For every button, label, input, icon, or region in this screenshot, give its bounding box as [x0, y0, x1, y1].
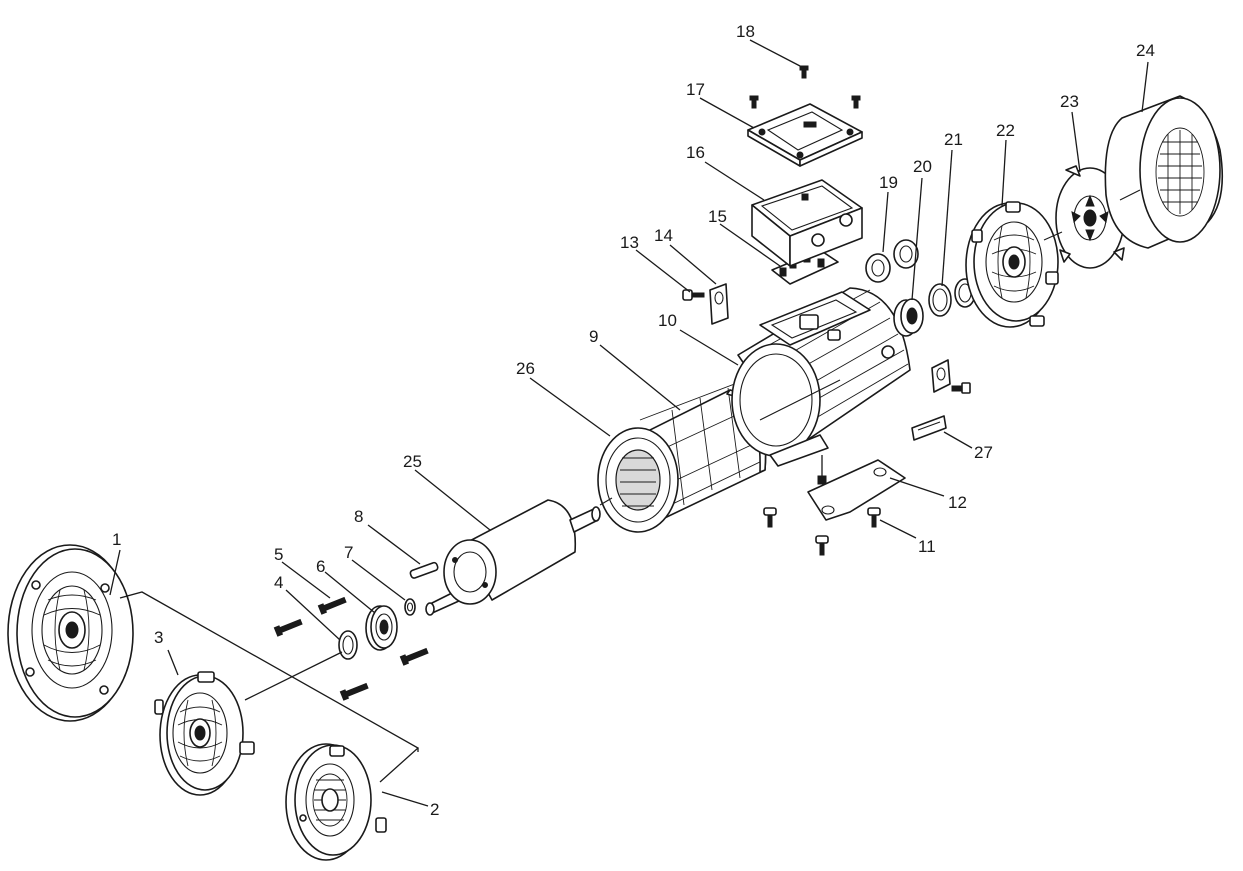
callout-17: 17	[686, 80, 705, 99]
circlip	[404, 598, 416, 616]
callout-labels: 1 2 3 4 5 6 7 8 9 10 11 12 13 14 15 16 1…	[112, 22, 1155, 819]
flange-end-shield	[7, 544, 134, 722]
callout-27: 27	[974, 443, 993, 462]
foot-plate	[807, 455, 906, 521]
b14-end-shield	[285, 743, 387, 861]
callout-2: 2	[430, 800, 439, 819]
callout-26: 26	[516, 359, 535, 378]
callout-19: 19	[879, 173, 898, 192]
callout-11: 11	[918, 537, 936, 556]
callout-10: 10	[658, 311, 677, 330]
callout-5: 5	[274, 545, 283, 564]
callout-4: 4	[274, 573, 283, 592]
callout-13: 13	[620, 233, 639, 252]
callout-8: 8	[354, 507, 363, 526]
lifting-bracket	[709, 283, 729, 325]
leader-lines	[109, 39, 1149, 807]
callout-1: 1	[112, 530, 121, 549]
callout-22: 22	[996, 121, 1015, 140]
bracket-screw	[682, 289, 705, 301]
shaft-key	[409, 561, 439, 579]
callout-21: 21	[944, 130, 963, 149]
callout-20: 20	[913, 157, 932, 176]
rear-end-shield	[965, 201, 1059, 328]
end-shield-bolts	[273, 596, 429, 701]
callout-3: 3	[154, 628, 163, 647]
callout-9: 9	[589, 327, 598, 346]
terminal-box	[751, 179, 863, 267]
front-bearing	[365, 605, 398, 651]
wave-washer	[928, 278, 976, 317]
cable-glands	[865, 239, 919, 283]
callout-12: 12	[948, 493, 967, 512]
fan-cover	[1104, 95, 1224, 249]
nameplate	[911, 415, 947, 441]
callout-23: 23	[1060, 92, 1079, 111]
callout-15: 15	[708, 207, 727, 226]
callout-18: 18	[736, 22, 755, 41]
terminal-box-cover	[747, 103, 863, 167]
callout-25: 25	[403, 452, 422, 471]
callout-16: 16	[686, 143, 705, 162]
callout-6: 6	[316, 557, 325, 576]
rear-bearing	[893, 298, 924, 337]
foot-bolts	[763, 507, 881, 556]
lifting-bracket-right	[931, 359, 971, 394]
motor-housing	[731, 287, 911, 467]
stator	[597, 379, 767, 533]
cover-screws	[749, 65, 861, 109]
callout-24: 24	[1136, 41, 1155, 60]
drive-end-shield	[154, 671, 255, 796]
callout-14: 14	[654, 226, 673, 245]
rotor	[425, 499, 601, 616]
seal-ring	[338, 630, 358, 660]
callout-7: 7	[344, 543, 353, 562]
